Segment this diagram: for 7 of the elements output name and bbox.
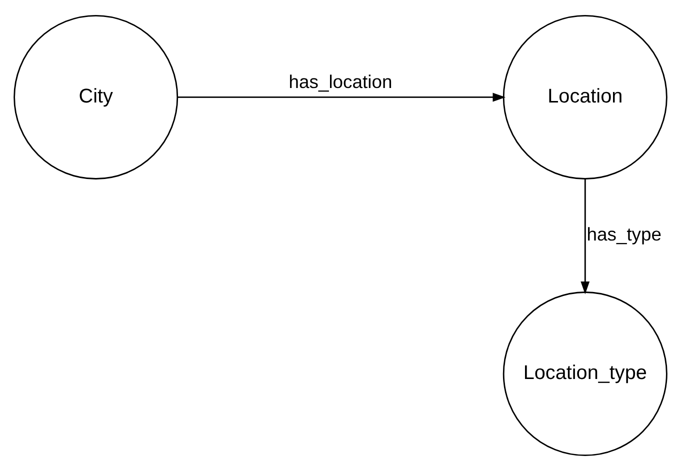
node-circle: Location_type [502,292,668,456]
edge-label: has_type [586,223,662,244]
node-circle: City [14,14,178,180]
arrow [178,92,506,102]
edge-label: has_location [288,70,392,92]
arrow [580,178,590,294]
node-circle: Location [502,14,668,180]
